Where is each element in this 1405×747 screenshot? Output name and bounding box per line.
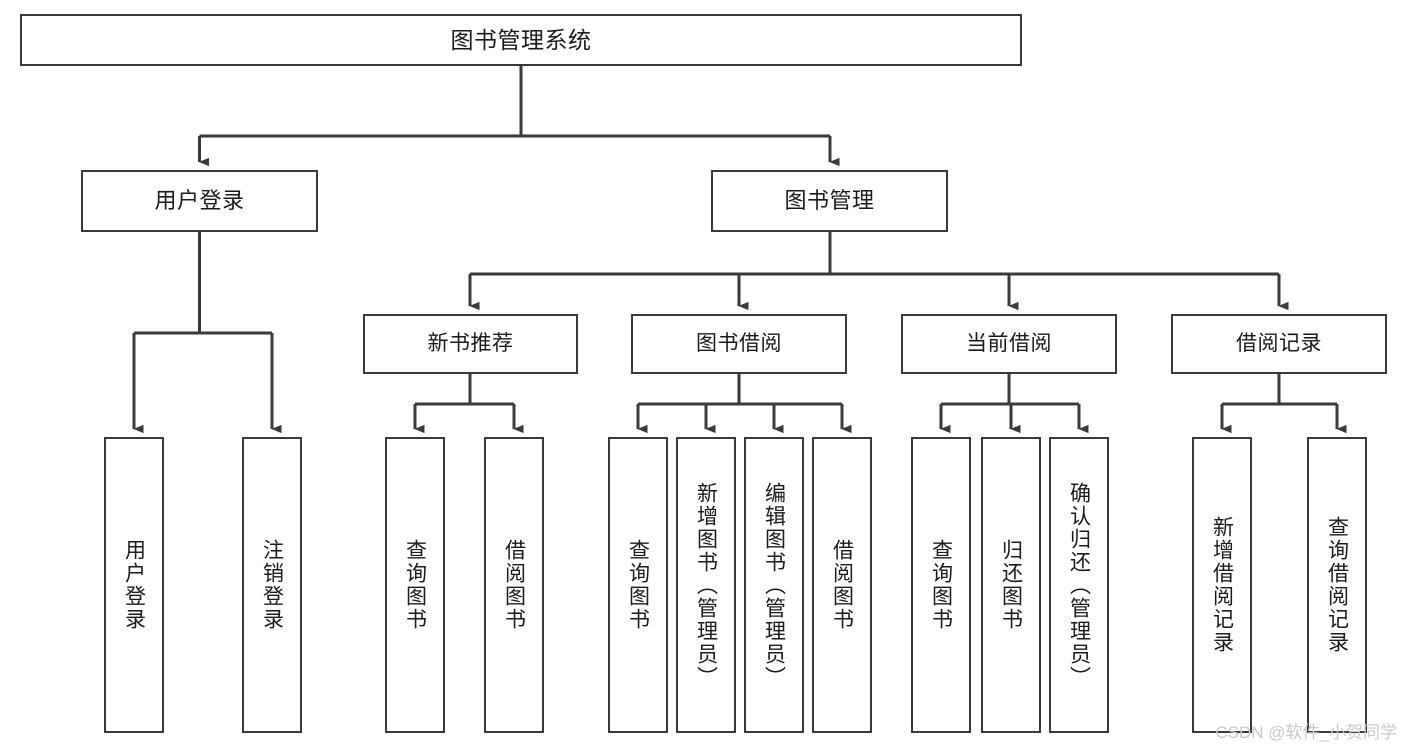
leaf-add-book-admin[interactable]: 新增图书（管理员） (676, 437, 736, 733)
leaf-query-book-newbook-label: 查询图书 (403, 539, 427, 631)
leaf-query-book-current-label: 查询图书 (929, 539, 953, 631)
node-new-book-recommend[interactable]: 新书推荐 (363, 314, 578, 374)
node-user-login-label: 用户登录 (154, 188, 245, 214)
leaf-edit-book-admin-label: 编辑图书（管理员） (762, 481, 786, 689)
leaf-borrow-book-newbook[interactable]: 借阅图书 (484, 437, 544, 733)
node-root-label: 图书管理系统 (450, 26, 592, 53)
leaf-add-book-admin-label: 新增图书（管理员） (694, 481, 718, 689)
leaf-borrow-book[interactable]: 借阅图书 (812, 437, 872, 733)
csdn-watermark: CSDN @软件_小贺同学 (1215, 723, 1397, 742)
node-user-login[interactable]: 用户登录 (81, 170, 318, 232)
leaf-edit-book-admin[interactable]: 编辑图书（管理员） (744, 437, 804, 733)
node-new-book-recommend-label: 新书推荐 (427, 331, 514, 355)
leaf-query-book-borrow[interactable]: 查询图书 (608, 437, 668, 733)
leaf-query-borrow-record[interactable]: 查询借阅记录 (1307, 437, 1367, 733)
node-borrow-records-label: 借阅记录 (1236, 331, 1322, 355)
leaf-borrow-book-newbook-label: 借阅图书 (502, 539, 526, 631)
node-current-borrow-label: 当前借阅 (966, 331, 1052, 355)
leaf-confirm-return-admin-label: 确认归还（管理员） (1067, 481, 1091, 689)
leaf-query-book-newbook[interactable]: 查询图书 (385, 437, 445, 733)
leaf-query-borrow-record-label: 查询借阅记录 (1325, 516, 1349, 654)
leaf-query-book-current[interactable]: 查询图书 (911, 437, 971, 733)
node-book-borrow-label: 图书借阅 (696, 331, 782, 355)
leaf-query-book-borrow-label: 查询图书 (626, 539, 650, 631)
node-book-management-label: 图书管理 (784, 188, 875, 214)
leaf-return-book[interactable]: 归还图书 (981, 437, 1041, 733)
leaf-logout-label: 注销登录 (260, 539, 284, 631)
node-book-borrow[interactable]: 图书借阅 (631, 314, 847, 374)
leaf-add-borrow-record[interactable]: 新增借阅记录 (1192, 437, 1252, 733)
node-borrow-records[interactable]: 借阅记录 (1171, 314, 1387, 374)
leaf-user-login-label: 用户登录 (122, 539, 146, 631)
leaf-user-login[interactable]: 用户登录 (104, 437, 164, 733)
node-book-management[interactable]: 图书管理 (711, 170, 948, 232)
leaf-logout[interactable]: 注销登录 (242, 437, 302, 733)
node-root[interactable]: 图书管理系统 (20, 14, 1022, 66)
leaf-confirm-return-admin[interactable]: 确认归还（管理员） (1049, 437, 1109, 733)
leaf-borrow-book-label: 借阅图书 (830, 539, 854, 631)
leaf-return-book-label: 归还图书 (999, 539, 1023, 631)
node-current-borrow[interactable]: 当前借阅 (901, 314, 1117, 374)
leaf-add-borrow-record-label: 新增借阅记录 (1210, 516, 1234, 654)
